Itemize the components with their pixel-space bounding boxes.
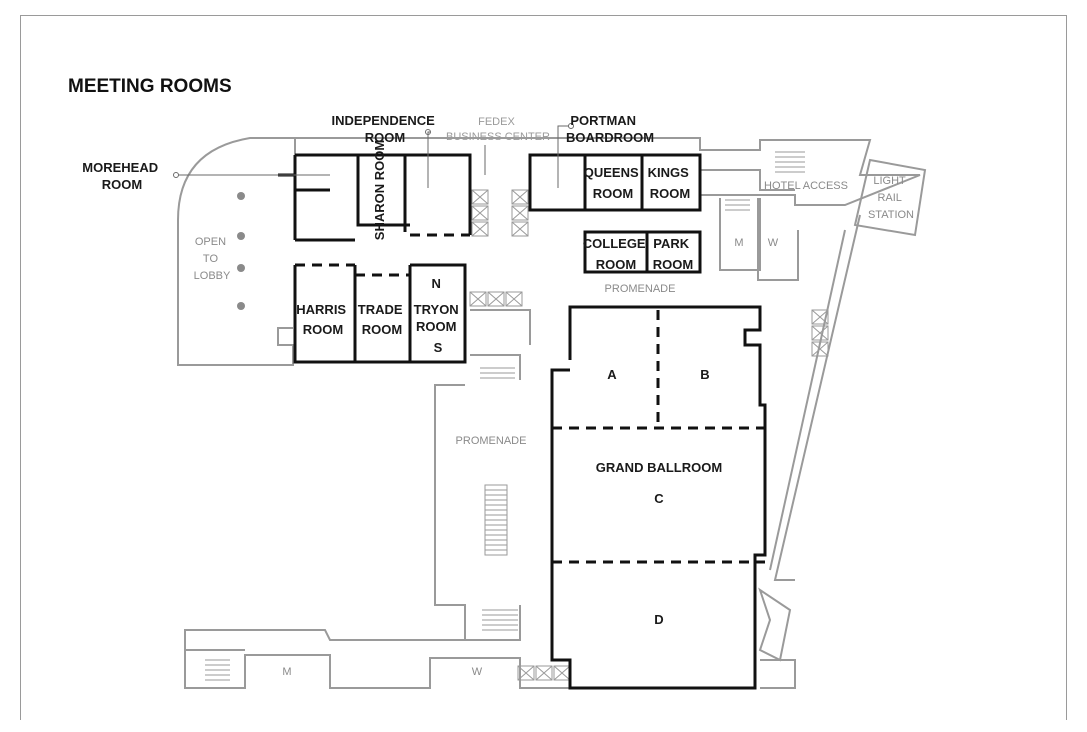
open-to-lobby-label: OPEN TO LOBBY	[194, 236, 231, 282]
lobby-columns	[237, 192, 245, 310]
park-room-label: PARK ROOM	[653, 236, 693, 272]
open-lobby-outline	[177, 137, 295, 366]
west-promenade-outline	[434, 384, 521, 641]
light-rail-station-label: LIGHT RAIL STATION	[868, 175, 914, 221]
elevators-south	[517, 665, 571, 681]
east-wall	[773, 214, 861, 581]
leader-lines	[173, 123, 574, 188]
restroom-m-label-upper: M	[734, 237, 743, 249]
fedex-business-center-label: FEDEX BUSINESS CENTER	[446, 116, 550, 143]
portman-boardroom-label: PORTMAN BOARDROOM	[566, 113, 654, 145]
restroom-w-label-lower: W	[472, 666, 483, 678]
grand-ballroom-label: GRAND BALLROOM	[596, 460, 722, 475]
elevators-east	[811, 309, 829, 357]
south-corridor	[184, 629, 575, 689]
promenade-top-label: PROMENADE	[605, 283, 676, 295]
restroom-w-label-upper: W	[768, 237, 779, 249]
hotel-access-label: HOTEL ACCESS	[764, 180, 848, 192]
elevators-north	[471, 189, 529, 237]
tryon-room-label: N TRYON ROOM S	[414, 276, 463, 355]
promenade-left-label: PROMENADE	[456, 435, 527, 447]
north-corridor	[294, 137, 921, 206]
map-frame	[20, 15, 1067, 720]
light-rail-building	[853, 158, 927, 237]
queens-room-label: QUEENS ROOM	[584, 165, 643, 201]
ballroom-section-d: D	[654, 612, 663, 627]
college-park-block	[583, 230, 702, 274]
portman-block	[528, 153, 702, 212]
north-room-block	[278, 153, 472, 242]
kings-room-label: KINGS ROOM	[648, 165, 693, 201]
elevators-middle	[469, 291, 523, 307]
stairs	[205, 151, 805, 681]
grand-ballroom-walls	[550, 305, 767, 690]
sharon-room-label: SHARON ROOM	[372, 140, 387, 240]
ballroom-section-c: C	[654, 491, 664, 506]
harris-block	[293, 263, 467, 364]
ballroom-section-b: B	[700, 367, 709, 382]
independence-room-label: INDEPENDENCE ROOM	[332, 113, 439, 145]
college-room-label: COLLEGE ROOM	[583, 236, 649, 272]
ballroom-section-a: A	[607, 367, 617, 382]
trade-room-label: TRADE ROOM	[358, 302, 406, 337]
morehead-room-label: MOREHEAD ROOM	[82, 160, 161, 192]
restroom-m-label-lower: M	[282, 666, 291, 678]
map-title: MEETING ROOMS	[68, 76, 232, 97]
harris-room-label: HARRIS ROOM	[296, 302, 349, 337]
